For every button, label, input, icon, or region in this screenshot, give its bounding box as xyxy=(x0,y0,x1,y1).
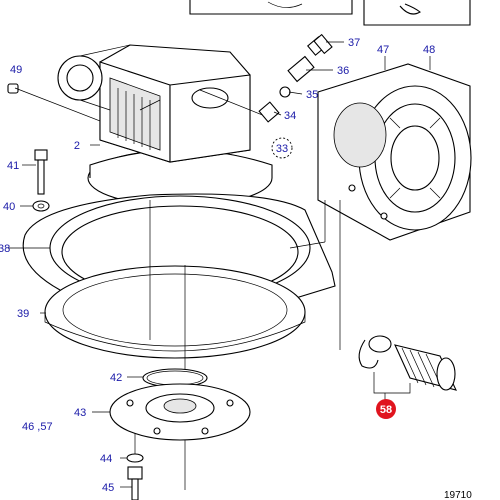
callout-46-57: 46 ,57 xyxy=(22,421,53,433)
callout-58: 58 xyxy=(380,404,392,416)
callout-39: 39 xyxy=(17,308,29,320)
bolt-part-41 xyxy=(22,149,48,195)
callout-2: 2 xyxy=(74,140,80,152)
washer-part-40 xyxy=(20,200,50,212)
callout-49: 49 xyxy=(10,64,22,76)
callout-48: 48 xyxy=(423,44,435,56)
callout-33-circle xyxy=(271,137,293,159)
flange-part-43 xyxy=(92,383,251,441)
housing-part-2 xyxy=(57,44,273,207)
bolt-part-45 xyxy=(120,466,143,500)
callout-36: 36 xyxy=(337,65,349,77)
callout-38: 38 xyxy=(0,243,10,255)
callout-34: 34 xyxy=(284,110,296,122)
gearbox-parts-47-48 xyxy=(317,56,472,241)
washer-part-44 xyxy=(120,453,144,463)
callout-44: 44 xyxy=(100,453,112,465)
callout-40: 40 xyxy=(3,201,15,213)
callout-41: 41 xyxy=(7,160,19,172)
drawing-number: 19710 xyxy=(444,490,472,500)
callout-35: 35 xyxy=(306,89,318,101)
ring-housing-part-39 xyxy=(40,265,306,359)
callout-43: 43 xyxy=(74,407,86,419)
inset-box-left xyxy=(189,0,353,15)
callout-42: 42 xyxy=(110,372,122,384)
spline-shaft-part-58 xyxy=(358,335,457,400)
callout-58-highlight xyxy=(376,399,396,419)
fittings-parts-34-37 xyxy=(199,33,344,123)
callout-47: 47 xyxy=(377,44,389,56)
callout-37: 37 xyxy=(348,37,360,49)
inset-box-right xyxy=(363,0,471,26)
callout-45: 45 xyxy=(102,482,114,494)
callout-33: 33 xyxy=(276,143,288,155)
